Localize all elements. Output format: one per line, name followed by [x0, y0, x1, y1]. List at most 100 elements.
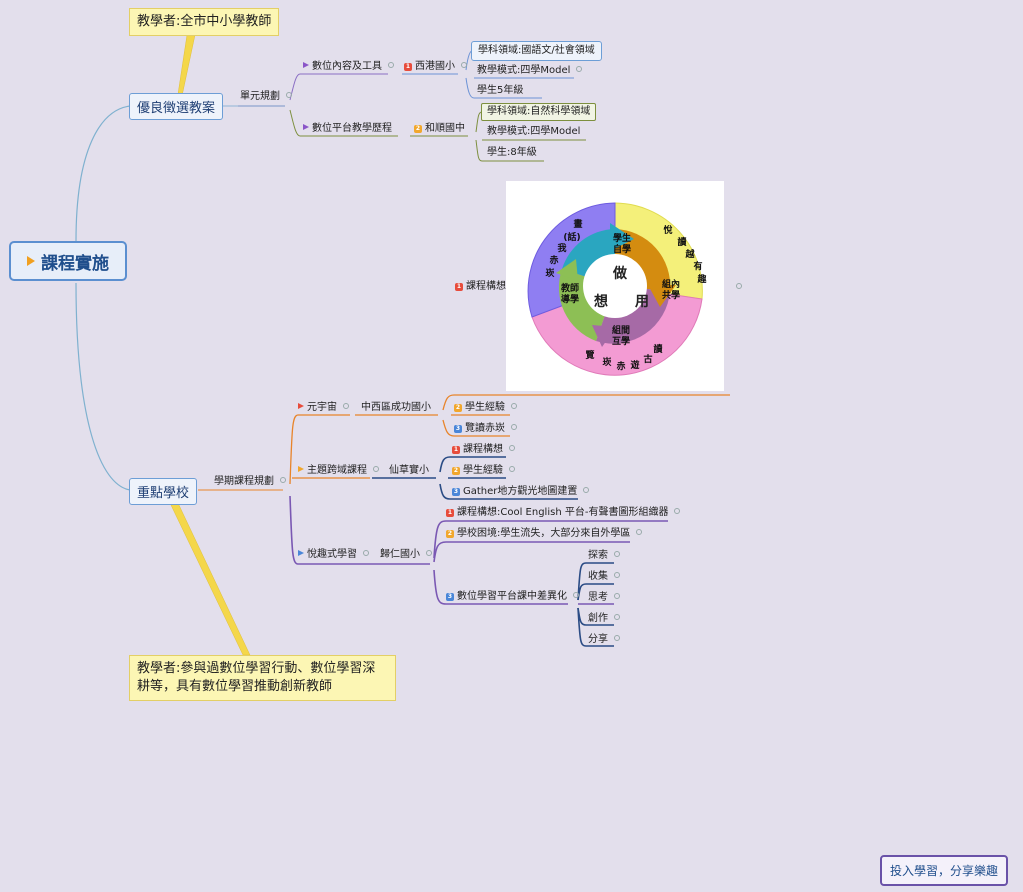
inner-label-intergroup: 組間互學: [612, 324, 630, 347]
group-metaverse[interactable]: 元宇宙: [298, 401, 349, 415]
inner-label-self: 學生自學: [613, 232, 631, 255]
collapse-dot-icon[interactable]: [674, 508, 681, 514]
school-guiren[interactable]: 歸仁國小: [380, 548, 432, 562]
outer-char: 畫: [573, 218, 582, 230]
outer-char: 覽: [584, 349, 594, 361]
priority-2-icon: 2: [452, 467, 460, 475]
concept-dot[interactable]: [730, 281, 742, 295]
priority-1-icon: 1: [455, 283, 463, 291]
branch2-sub-semester-planning[interactable]: 學期課程規劃: [214, 475, 286, 489]
collapse-dot-icon[interactable]: [573, 592, 579, 598]
central-topic[interactable]: 課程實施: [9, 241, 127, 281]
collapse-dot-icon[interactable]: [614, 572, 620, 578]
group-fun-learning[interactable]: 悅趣式學習: [298, 548, 369, 562]
step-think[interactable]: 思考: [588, 591, 620, 605]
branch1-item-digital-platform[interactable]: 數位平台教學歷程: [303, 122, 392, 136]
branch1-sub-unit-planning[interactable]: 單元規劃: [240, 90, 292, 104]
collapse-dot-icon[interactable]: [509, 445, 515, 451]
collapse-dot-icon[interactable]: [461, 62, 467, 68]
collapse-dot-icon[interactable]: [280, 477, 286, 483]
center-word-think: 想: [593, 293, 608, 310]
inner-label-group: 組內共學: [662, 278, 680, 301]
outer-char: 赤: [616, 360, 625, 372]
detail-subject-area-1[interactable]: 學科領域:國語文/社會領域: [471, 41, 602, 61]
branch-key-schools[interactable]: 重點學校: [129, 478, 198, 505]
course-concept-image[interactable]: 做 想 用 學生自學 組內共學 組間互學 教師導學 畫(話)我赤崁 悅讀越有趣 …: [506, 181, 724, 391]
collapse-dot-icon[interactable]: [614, 551, 620, 557]
priority-1-icon: 1: [452, 446, 460, 454]
outer-char: 趣: [696, 273, 707, 285]
priority-2-icon: 2: [414, 125, 422, 133]
flag-icon: [303, 124, 309, 130]
cycle-diagram: 做 想 用 學生自學 組內共學 組間互學 教師導學 畫(話)我赤崁 悅讀越有趣 …: [527, 202, 707, 376]
footer-slogan[interactable]: 投入學習，分享樂趣: [880, 855, 1009, 886]
collapse-dot-icon[interactable]: [614, 614, 620, 620]
collapse-dot-icon[interactable]: [388, 62, 394, 68]
collapse-dot-icon[interactable]: [363, 550, 369, 556]
priority-3-icon: 3: [446, 593, 454, 601]
detail-subject-area-2[interactable]: 學科領域:自然科學領域: [481, 103, 597, 121]
collapse-dot-icon[interactable]: [373, 466, 379, 472]
flag-icon: [298, 403, 304, 409]
collapse-dot-icon[interactable]: [583, 487, 590, 493]
outer-char: 崁: [545, 267, 554, 279]
collapse-dot-icon[interactable]: [511, 403, 517, 409]
outer-char: 崁: [602, 356, 611, 368]
collapse-dot-icon[interactable]: [511, 424, 517, 430]
outer-char: 有: [693, 260, 702, 272]
collapse-dot-icon[interactable]: [576, 66, 583, 72]
outer-char: 讀: [677, 236, 687, 248]
step-explore[interactable]: 探索: [588, 549, 620, 563]
inner-label-teacher: 教師導學: [560, 282, 579, 305]
priority-3-icon: 3: [454, 425, 462, 433]
flag-icon: [298, 550, 304, 556]
detail-teaching-model-1[interactable]: 教學模式:四學Model: [477, 64, 583, 78]
priority-2-icon: 2: [454, 404, 462, 412]
priority-3-icon: 3: [452, 488, 460, 496]
outer-char: 讀: [653, 343, 663, 355]
callout-bottom[interactable]: 教學者:參與過數位學習行動、數位學習深耕等，具有數位學習推動創新教師: [129, 655, 396, 701]
flag-icon: [27, 256, 35, 266]
step-create[interactable]: 創作: [588, 612, 620, 626]
school-xiancao[interactable]: 仙草實小: [389, 465, 429, 476]
outer-char: (話): [563, 231, 580, 243]
step-share[interactable]: 分享: [588, 633, 620, 647]
center-word-do: 做: [612, 265, 628, 282]
collapse-dot-icon[interactable]: [736, 283, 742, 289]
detail-teaching-model-2[interactable]: 教學模式:四學Model: [487, 126, 581, 137]
collapse-dot-icon[interactable]: [426, 550, 432, 556]
flag-icon: [298, 466, 304, 472]
branch1-item-digital-content[interactable]: 數位內容及工具: [303, 60, 394, 74]
detail-grade-1[interactable]: 學生5年級: [477, 85, 524, 96]
priority-2-icon: 2: [446, 530, 454, 538]
collapse-dot-icon[interactable]: [614, 635, 620, 641]
outer-char: 越: [684, 248, 695, 260]
outer-char: 悅: [663, 224, 673, 236]
collapse-dot-icon[interactable]: [614, 593, 620, 599]
step-collect[interactable]: 收集: [588, 570, 620, 584]
collapse-dot-icon[interactable]: [509, 466, 515, 472]
callout-top[interactable]: 教學者:全市中小學教師: [129, 8, 280, 36]
group-cross-domain[interactable]: 主題跨域課程: [298, 464, 379, 478]
collapse-dot-icon[interactable]: [343, 403, 349, 409]
collapse-dot-icon[interactable]: [636, 529, 643, 535]
central-topic-label: 課程實施: [41, 253, 109, 274]
detail-grade-2[interactable]: 學生:8年級: [487, 147, 537, 158]
collapse-dot-icon[interactable]: [286, 92, 292, 98]
branch-excellent-plans[interactable]: 優良徵選教案: [129, 93, 224, 120]
school-chenggong[interactable]: 中西區成功國小: [361, 402, 431, 413]
